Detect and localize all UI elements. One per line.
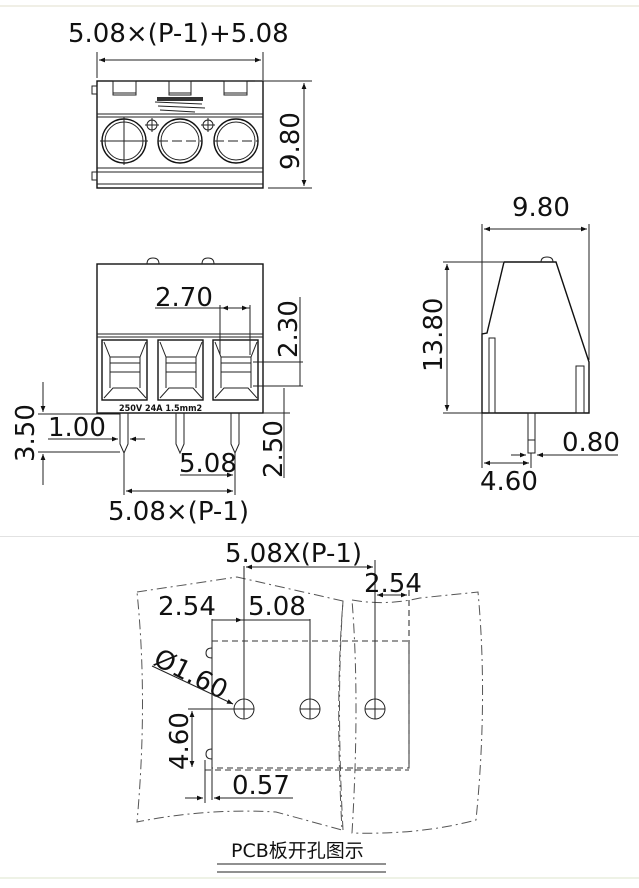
pin-thickness-label: 0.80 [562, 428, 620, 458]
section-divider [0, 536, 639, 537]
slot-height-label: 2.30 [274, 300, 304, 358]
row-offset-label: 4.60 [165, 712, 195, 770]
screw-icon [100, 117, 148, 165]
pin-position-label: 4.60 [480, 467, 538, 497]
top-border [0, 5, 639, 7]
pin-length-label: 3.50 [11, 404, 41, 462]
pcb-pitch-label: 5.08 [248, 592, 306, 622]
pin [175, 413, 185, 455]
pin [527, 412, 536, 454]
hole-diameter-label: Ø1.60 [149, 644, 232, 706]
bottom-border [0, 877, 639, 879]
top-height-label: 9.80 [276, 112, 306, 170]
rating-text: 250V 24A 1.5mm2 [119, 404, 202, 414]
notch-label: 0.57 [232, 771, 290, 801]
pcb-hole-layout: 5.08X(P-1) 2.54 2.54 5.08 Ø1.60 4.60 [136, 539, 484, 873]
wire-slot [157, 339, 204, 401]
pcb-edge-left-label: 2.54 [158, 592, 216, 622]
side-view-body [481, 261, 590, 414]
pin-width-label: 1.00 [48, 413, 106, 443]
pin [230, 413, 240, 455]
screw-icon [157, 118, 203, 164]
top-view: 5.08×(P-1)+5.08 [68, 19, 312, 189]
side-view: 9.80 13.80 0.80 4.60 [419, 193, 620, 497]
pcb-caption: PCB板开孔图示 [231, 840, 364, 862]
pcb-total-pitch-label: 5.08X(P-1) [225, 539, 362, 569]
wire-slot [212, 339, 259, 401]
side-height-label: 13.80 [419, 298, 449, 372]
pcb-hole [299, 698, 321, 720]
pin-offset-label: 2.50 [259, 420, 289, 478]
front-view: 250V 24A 1.5mm2 2.70 2.30 2.50 3.50 1.00 [11, 257, 304, 527]
total-pitch-label: 5.08×(P-1) [108, 497, 249, 527]
top-width-label: 5.08×(P-1)+5.08 [68, 19, 289, 49]
wire-slot [101, 339, 148, 401]
front-view-body [96, 263, 264, 414]
pin [119, 413, 129, 455]
pcb-hole [364, 698, 386, 720]
side-depth-label: 9.80 [512, 193, 570, 223]
pcb-hole [233, 698, 255, 720]
screw-icon [213, 118, 259, 164]
